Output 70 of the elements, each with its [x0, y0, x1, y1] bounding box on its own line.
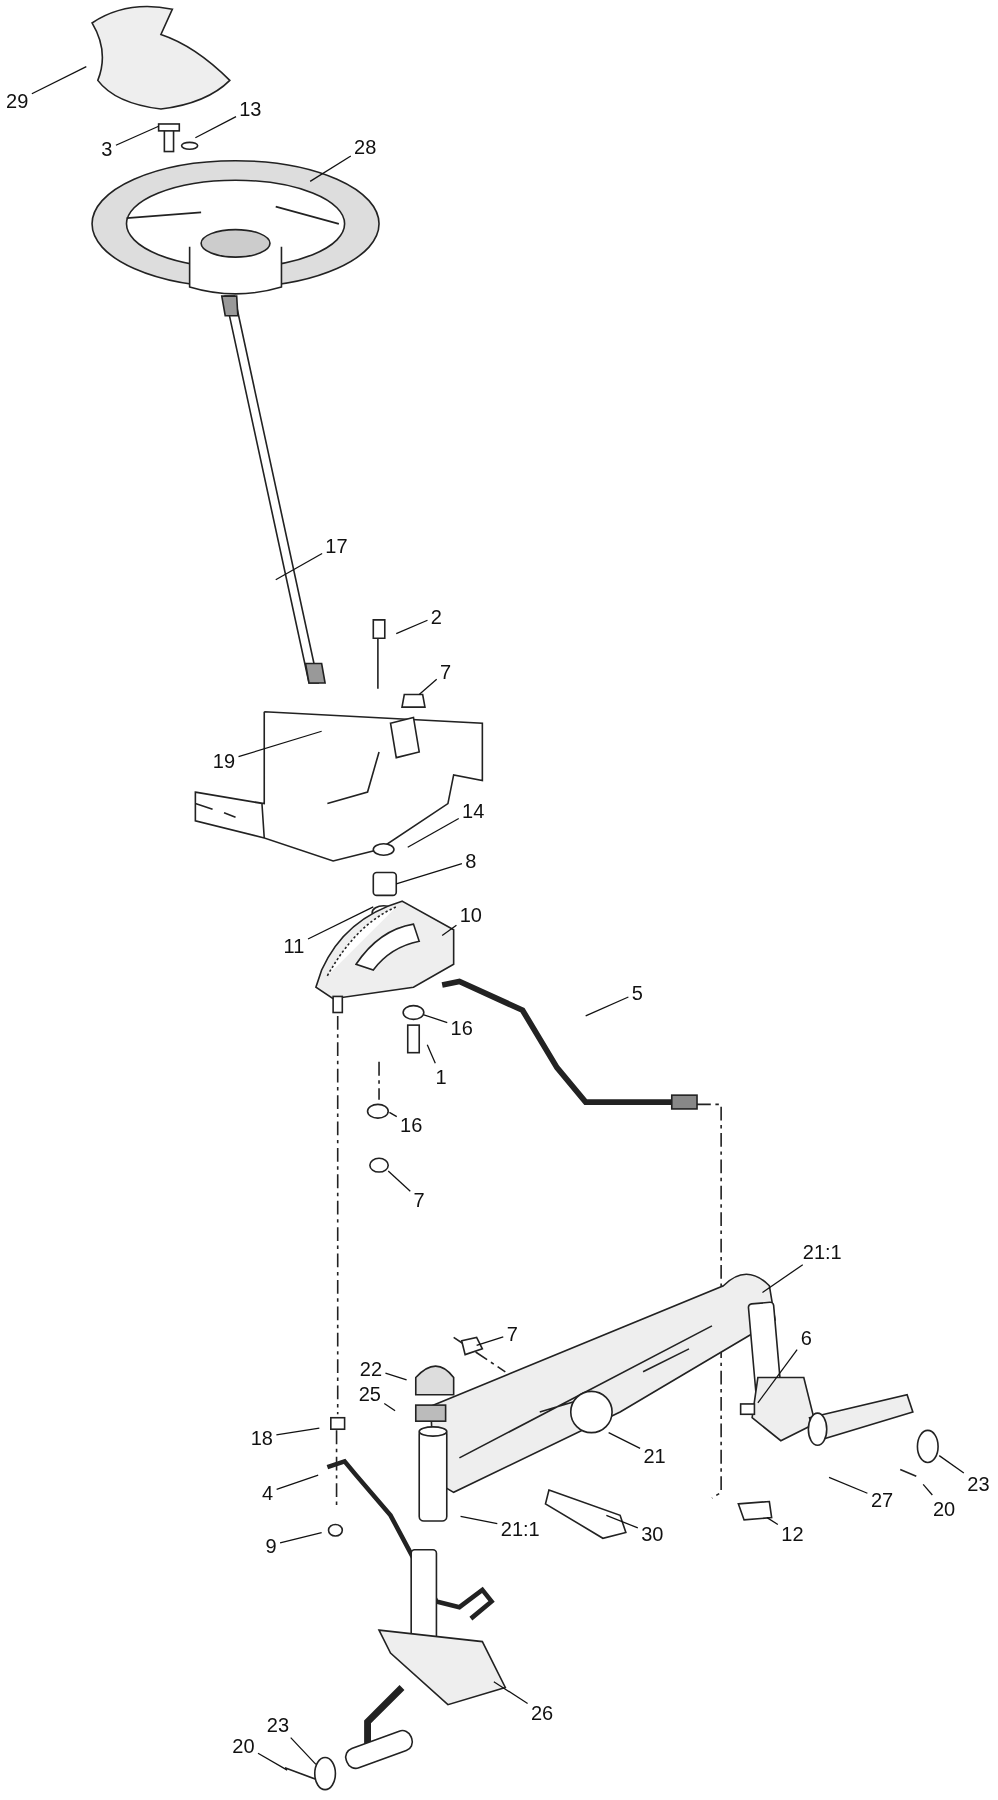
- callout-number: 29: [6, 91, 29, 112]
- callout-number: 2: [430, 606, 442, 627]
- leader-line: [387, 1170, 411, 1192]
- callout-number: 21:1: [802, 1241, 842, 1262]
- leader-line: [418, 678, 438, 696]
- callout-number: 7: [506, 1324, 518, 1345]
- callout-number: 3: [101, 139, 113, 160]
- callout-number: 20: [932, 1499, 956, 1520]
- leader-line: [757, 1348, 798, 1404]
- leader-line: [766, 1516, 779, 1526]
- callout-number: 25: [358, 1384, 381, 1405]
- callout-number: 18: [250, 1427, 273, 1448]
- leader-line: [459, 1515, 498, 1525]
- leader-line: [407, 817, 460, 848]
- callout-number: 9: [265, 1535, 277, 1556]
- leader-line: [441, 924, 458, 937]
- callout-number: 17: [325, 535, 348, 556]
- callout-number: 28: [354, 137, 377, 157]
- leader-line: [384, 1372, 408, 1381]
- leader-line: [383, 1402, 396, 1412]
- callout-number: 21: [643, 1446, 666, 1467]
- leader-line: [275, 552, 323, 581]
- callout-number: 1: [435, 1067, 447, 1088]
- leader-line: [115, 125, 160, 146]
- callout-number: 14: [462, 800, 485, 821]
- callout-number: 30: [641, 1524, 664, 1545]
- leader-line: [605, 1514, 639, 1529]
- leader-line: [237, 730, 323, 758]
- leader-line: [938, 1454, 965, 1474]
- leader-line: [395, 863, 463, 885]
- callout-number: 27: [870, 1489, 894, 1510]
- callout-number: 10: [459, 905, 482, 926]
- leader-line: [493, 1681, 529, 1705]
- leader-line: [194, 115, 237, 139]
- leader-line: [31, 65, 87, 95]
- leader-line: [275, 1427, 320, 1436]
- leader-line: [395, 619, 429, 635]
- callout-number: 6: [800, 1327, 812, 1348]
- callout-number: 26: [530, 1703, 554, 1724]
- leader-line: [426, 1044, 436, 1064]
- callout-number: 7: [440, 661, 452, 682]
- leader-line: [276, 1474, 319, 1490]
- leader-line: [608, 1432, 641, 1450]
- callout-number: 21:1: [500, 1518, 540, 1539]
- callout-number: 16: [400, 1115, 423, 1136]
- callout-number: 8: [465, 851, 477, 872]
- callout-number: 12: [781, 1524, 804, 1545]
- callout-number: 19: [212, 751, 236, 772]
- leader-line: [761, 1264, 804, 1294]
- callout-number: 20: [232, 1735, 255, 1756]
- leader-line: [828, 1476, 869, 1494]
- callout-number: 23: [266, 1714, 290, 1735]
- callout-number: 11: [283, 936, 305, 957]
- leader-line: [257, 1752, 288, 1771]
- leader-line: [476, 1336, 504, 1347]
- leader-line: [279, 1531, 323, 1544]
- callout-number: 23: [967, 1473, 990, 1494]
- leader-line: [922, 1483, 933, 1496]
- callout-number: 22: [359, 1358, 383, 1379]
- leader-line: [585, 996, 629, 1017]
- leader-line: [307, 906, 374, 940]
- callout-number: 13: [239, 99, 262, 120]
- leader-line: [309, 155, 352, 182]
- callout-number: 4: [262, 1482, 274, 1503]
- leader-line: [388, 1111, 398, 1118]
- callout-number: 7: [413, 1190, 425, 1211]
- leader-line: [290, 1737, 317, 1766]
- callout-number: 5: [631, 983, 643, 1004]
- leader-line: [423, 1014, 448, 1024]
- callout-number: 16: [450, 1017, 473, 1038]
